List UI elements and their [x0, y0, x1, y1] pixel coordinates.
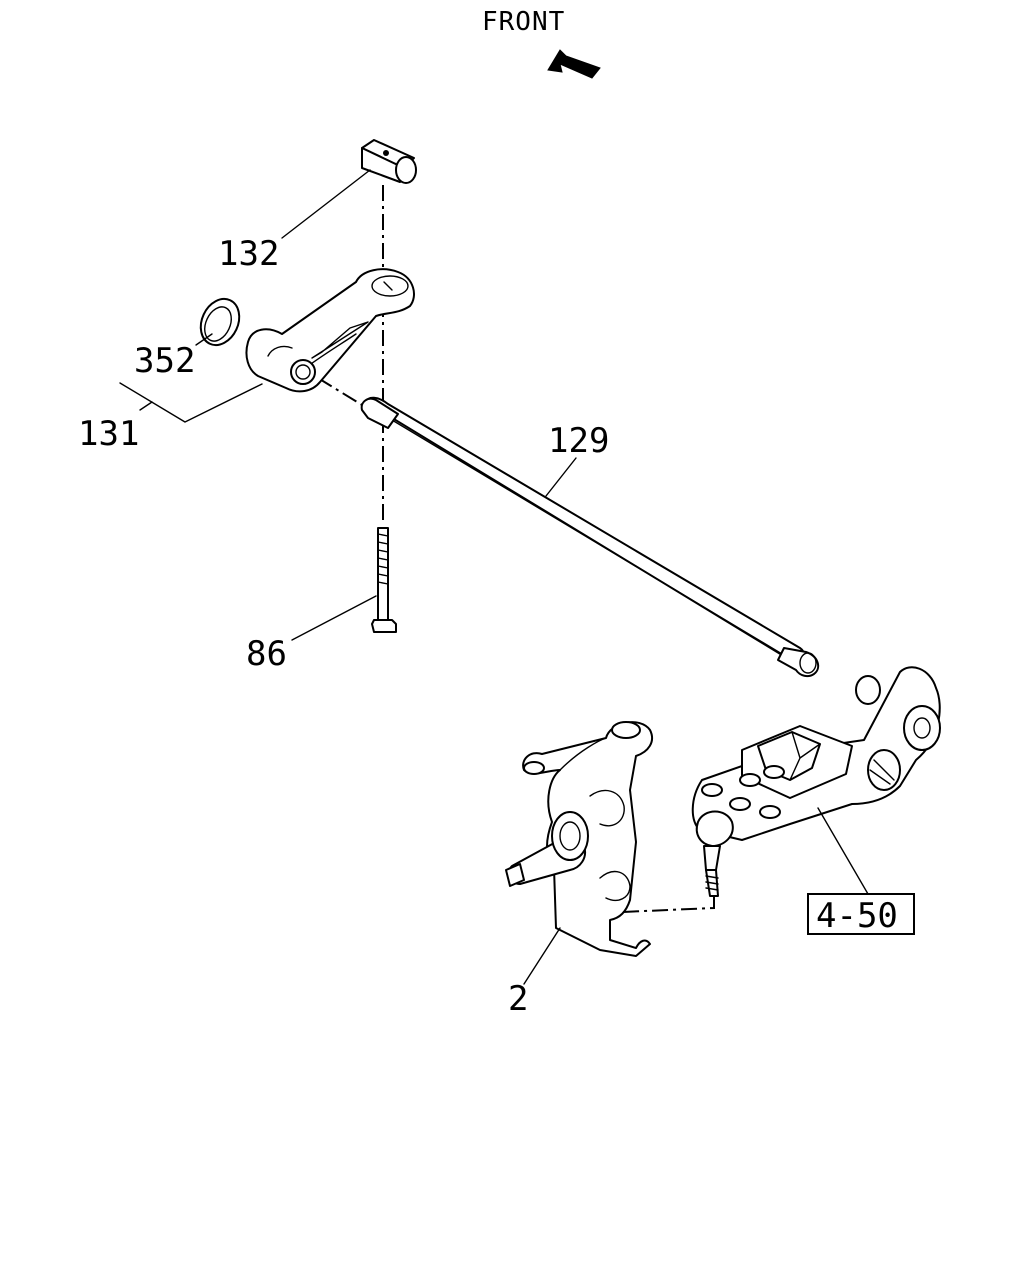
- callout-129: 129: [548, 421, 609, 461]
- assembly-axis-diagonal: [317, 377, 363, 406]
- part-86-bolt: [371, 527, 397, 633]
- callout-4-50: 4-50: [816, 896, 898, 936]
- callout-86: 86: [246, 634, 287, 674]
- part-2-knuckle: [505, 721, 654, 957]
- callout-132: 132: [218, 234, 279, 274]
- callout-2: 2: [508, 979, 528, 1019]
- part-4-50-lower-arm: [691, 666, 941, 897]
- front-label: FRONT: [482, 7, 565, 37]
- part-132-cap: [361, 139, 417, 184]
- part-131-idler-arm: [245, 268, 415, 393]
- part-129-tie-rod: [360, 396, 820, 678]
- front-indicator: FRONT: [482, 7, 601, 79]
- callout-131: 131: [78, 414, 139, 454]
- callout-4-50-box: 4-50: [807, 893, 915, 936]
- leader-lines: [119, 169, 869, 985]
- callout-352: 352: [134, 341, 195, 381]
- part-352-seal: [199, 297, 241, 347]
- connector-balljoint-knuckle: [621, 896, 715, 913]
- bolt-heads: [701, 765, 785, 819]
- arrow-up-left-icon: [547, 49, 601, 79]
